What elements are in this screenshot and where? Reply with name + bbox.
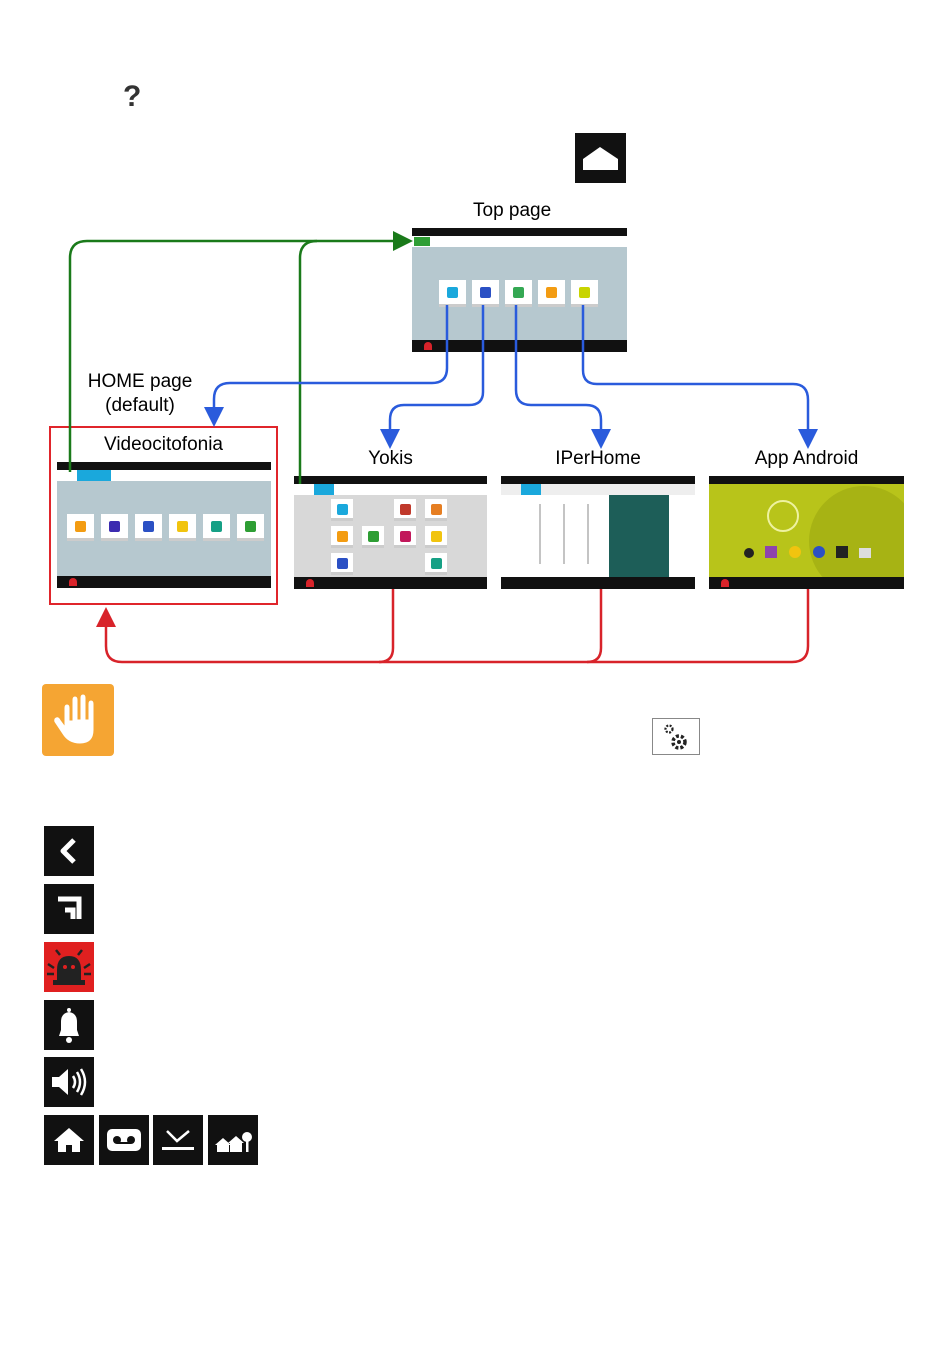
house-icon [44,1115,94,1165]
hand-stop-icon [42,684,114,756]
green-arrow-2 [300,241,317,484]
blue-arrow-4 [583,305,808,444]
neighborhood-icon [208,1115,258,1165]
bell-icon [44,1000,94,1050]
navigation-arrows [0,0,950,700]
volume-icon [44,1057,94,1107]
alarm-siren-icon [44,942,94,992]
recent-apps-icon [44,884,94,934]
red-arrow-iperhome [587,589,601,662]
red-arrow-yokis [379,589,393,662]
settings-gear-icon [652,718,700,755]
missed-call-icon [153,1115,203,1165]
blue-arrow-2 [390,305,483,444]
red-arrow-return [106,589,808,662]
answering-machine-icon [99,1115,149,1165]
green-arrow-1 [70,241,408,472]
back-arrow-icon [44,826,94,876]
blue-arrow-3 [516,305,601,444]
